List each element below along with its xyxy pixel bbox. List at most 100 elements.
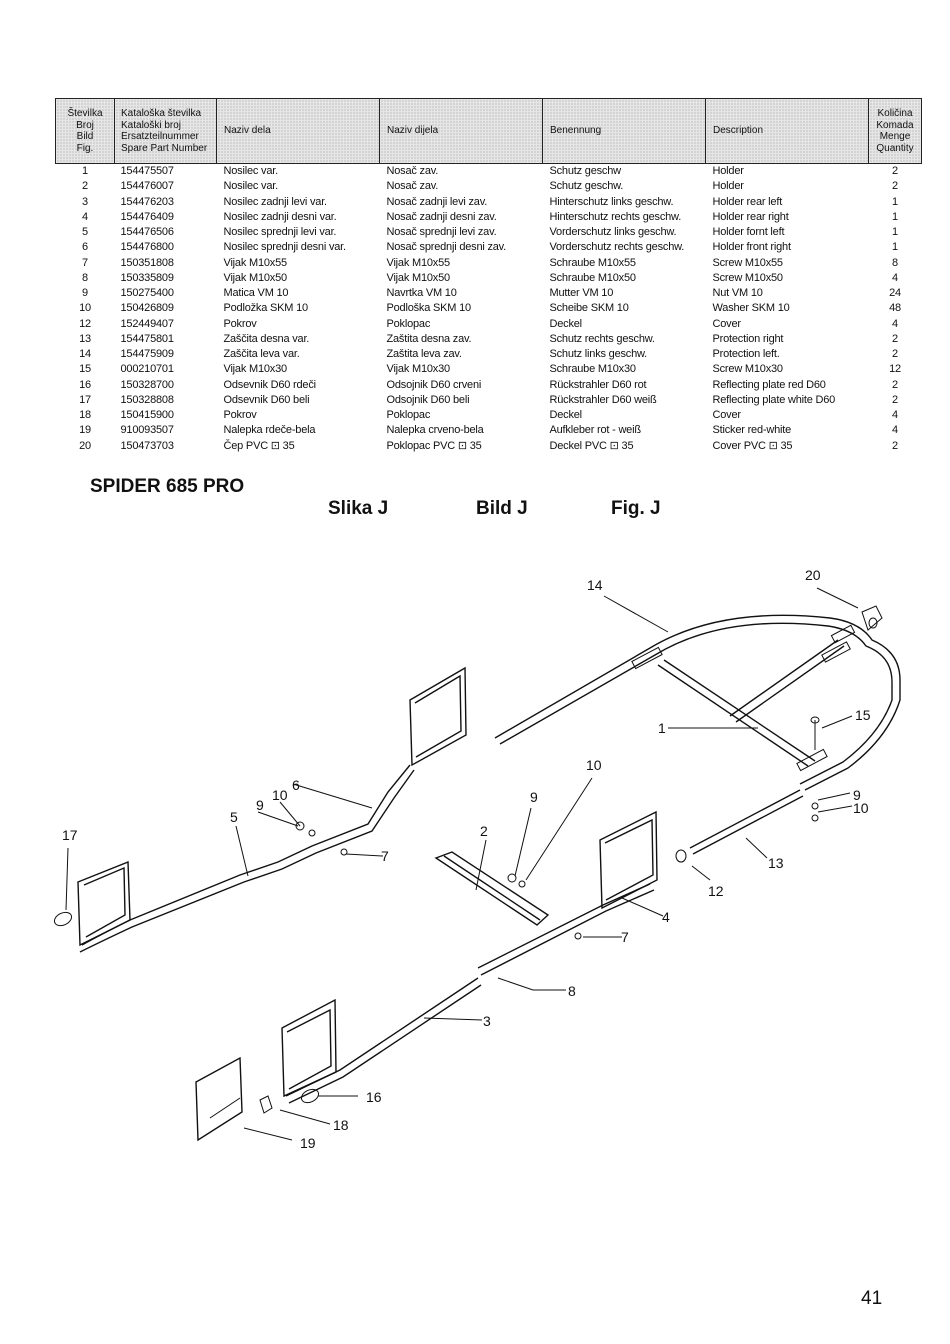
table-cell: 1: [892, 195, 898, 208]
table-cell: 150328700: [120, 378, 174, 391]
callout-10-upper: 10: [586, 757, 602, 773]
callout-16: 16: [366, 1089, 382, 1105]
table-cell: Matica VM 10: [223, 287, 289, 299]
table-cell: 6: [82, 241, 88, 254]
header-line: Kataloški broj: [121, 119, 182, 131]
header-line: Številka: [67, 108, 103, 119]
table-cell: Schraube M10x50: [549, 271, 636, 284]
table-cell: Vorderschutz links geschw.: [549, 226, 677, 238]
table-cell: 2: [82, 180, 88, 193]
table-cell: Vorderschutz rechts geschw.: [549, 241, 685, 254]
table-cell: Nosač zadnji levi zav.: [386, 195, 488, 208]
table-cell: Odsojnik D60 crveni: [386, 378, 482, 391]
table-cell: 2: [892, 378, 898, 391]
table-cell: 3: [82, 195, 88, 208]
rear-holders: [434, 810, 658, 976]
header-line: Broj: [76, 119, 94, 131]
table-cell: 1: [82, 165, 88, 177]
header-line: Naziv dela: [224, 125, 271, 137]
table-cell: Schutz geschw.: [549, 180, 624, 193]
table-cell: 150426809: [120, 302, 174, 315]
table-cell: Čep PVC ⊡ 35: [223, 439, 295, 452]
callout-1: 1: [658, 720, 666, 736]
table-cell: Poklopac: [386, 409, 431, 421]
table-cell: 13: [79, 332, 91, 345]
table-cell: Nosilec var.: [223, 180, 279, 193]
table-cell: 150335809: [120, 271, 174, 284]
table-cell: 150351808: [120, 256, 174, 269]
table-cell: 2: [892, 180, 898, 193]
header-line: Naziv dijela: [387, 125, 439, 137]
callout-17: 17: [62, 827, 78, 843]
table-cell: 154476409: [120, 210, 174, 223]
callout-19: 19: [300, 1135, 316, 1151]
table-cell: 2: [892, 348, 898, 360]
table-cell: Cover: [712, 409, 742, 421]
table-cell: Podloška SKM 10: [386, 302, 472, 315]
table-cell: Nosač zadnji desni zav.: [386, 210, 497, 223]
table-cell: 154475909: [120, 348, 174, 360]
table-cell: Poklopac PVC ⊡ 35: [386, 439, 482, 452]
rear-left-holder: [195, 977, 482, 1142]
callout-18: 18: [333, 1117, 349, 1133]
table-row: 6 154476800 Nosilec sprednji desni var. Nos…: [56, 240, 922, 255]
table-cell: Mutter VM 10: [549, 287, 614, 299]
callout-2: 2: [480, 823, 488, 839]
callout-14: 14: [587, 577, 603, 593]
table-cell: 154476800: [120, 241, 174, 254]
table-cell: 150415900: [120, 409, 174, 421]
table-cell: Screw M10x50: [712, 271, 784, 284]
table-cell: 12: [79, 317, 91, 330]
header-line: Benennung: [550, 125, 602, 137]
table-cell: Nosilec zadnji levi var.: [223, 195, 328, 208]
table-cell: 20: [79, 439, 91, 452]
table-cell: Vijak M10x50: [386, 271, 451, 284]
table-cell: 2: [892, 165, 898, 177]
callout-10-right: 10: [853, 800, 869, 816]
callout-5: 5: [230, 809, 238, 825]
column-header-3: Naziv dijela: [379, 98, 543, 164]
table-cell: 2: [892, 393, 898, 406]
column-header-4: Benennung: [542, 98, 706, 164]
header-line: Menge: [879, 131, 911, 142]
table-cell: 15: [79, 363, 91, 376]
table-cell: Reflecting plate red D60: [712, 378, 826, 391]
table-cell: Nosač zav.: [386, 165, 439, 177]
table-cell: Protection right: [712, 332, 784, 345]
table-cell: Nosilec sprednji desni var.: [223, 241, 347, 254]
table-cell: Holder rear right: [712, 210, 789, 223]
table-cell: 150328808: [120, 393, 174, 406]
table-cell: Zaščita desna var.: [223, 332, 310, 345]
table-cell: Schutz rechts geschw.: [549, 332, 655, 345]
table-cell: 48: [889, 302, 901, 315]
table-cell: Rückstrahler D60 weiß: [549, 393, 657, 406]
column-header-2: Naziv dela: [216, 98, 380, 164]
table-cell: 18: [79, 409, 91, 421]
table-cell: Nosač sprednji desni zav.: [386, 241, 507, 254]
table-cell: Rückstrahler D60 rot: [549, 378, 647, 391]
table-cell: Schutz geschw: [549, 165, 622, 177]
figure-label-slovene: Slika J: [328, 498, 389, 519]
table-cell: Holder front right: [712, 241, 792, 254]
table-cell: Zaščita leva var.: [223, 348, 300, 360]
table-cell: 5: [82, 226, 88, 238]
table-cell: 2: [892, 332, 898, 345]
table-cell: Holder fornt left: [712, 226, 785, 238]
table-cell: 000210701: [120, 363, 174, 376]
header-line: Description: [713, 125, 764, 137]
table-cell: Nosilec zadnji desni var.: [223, 210, 337, 223]
table-cell: Odsojnik D60 beli: [386, 393, 470, 406]
